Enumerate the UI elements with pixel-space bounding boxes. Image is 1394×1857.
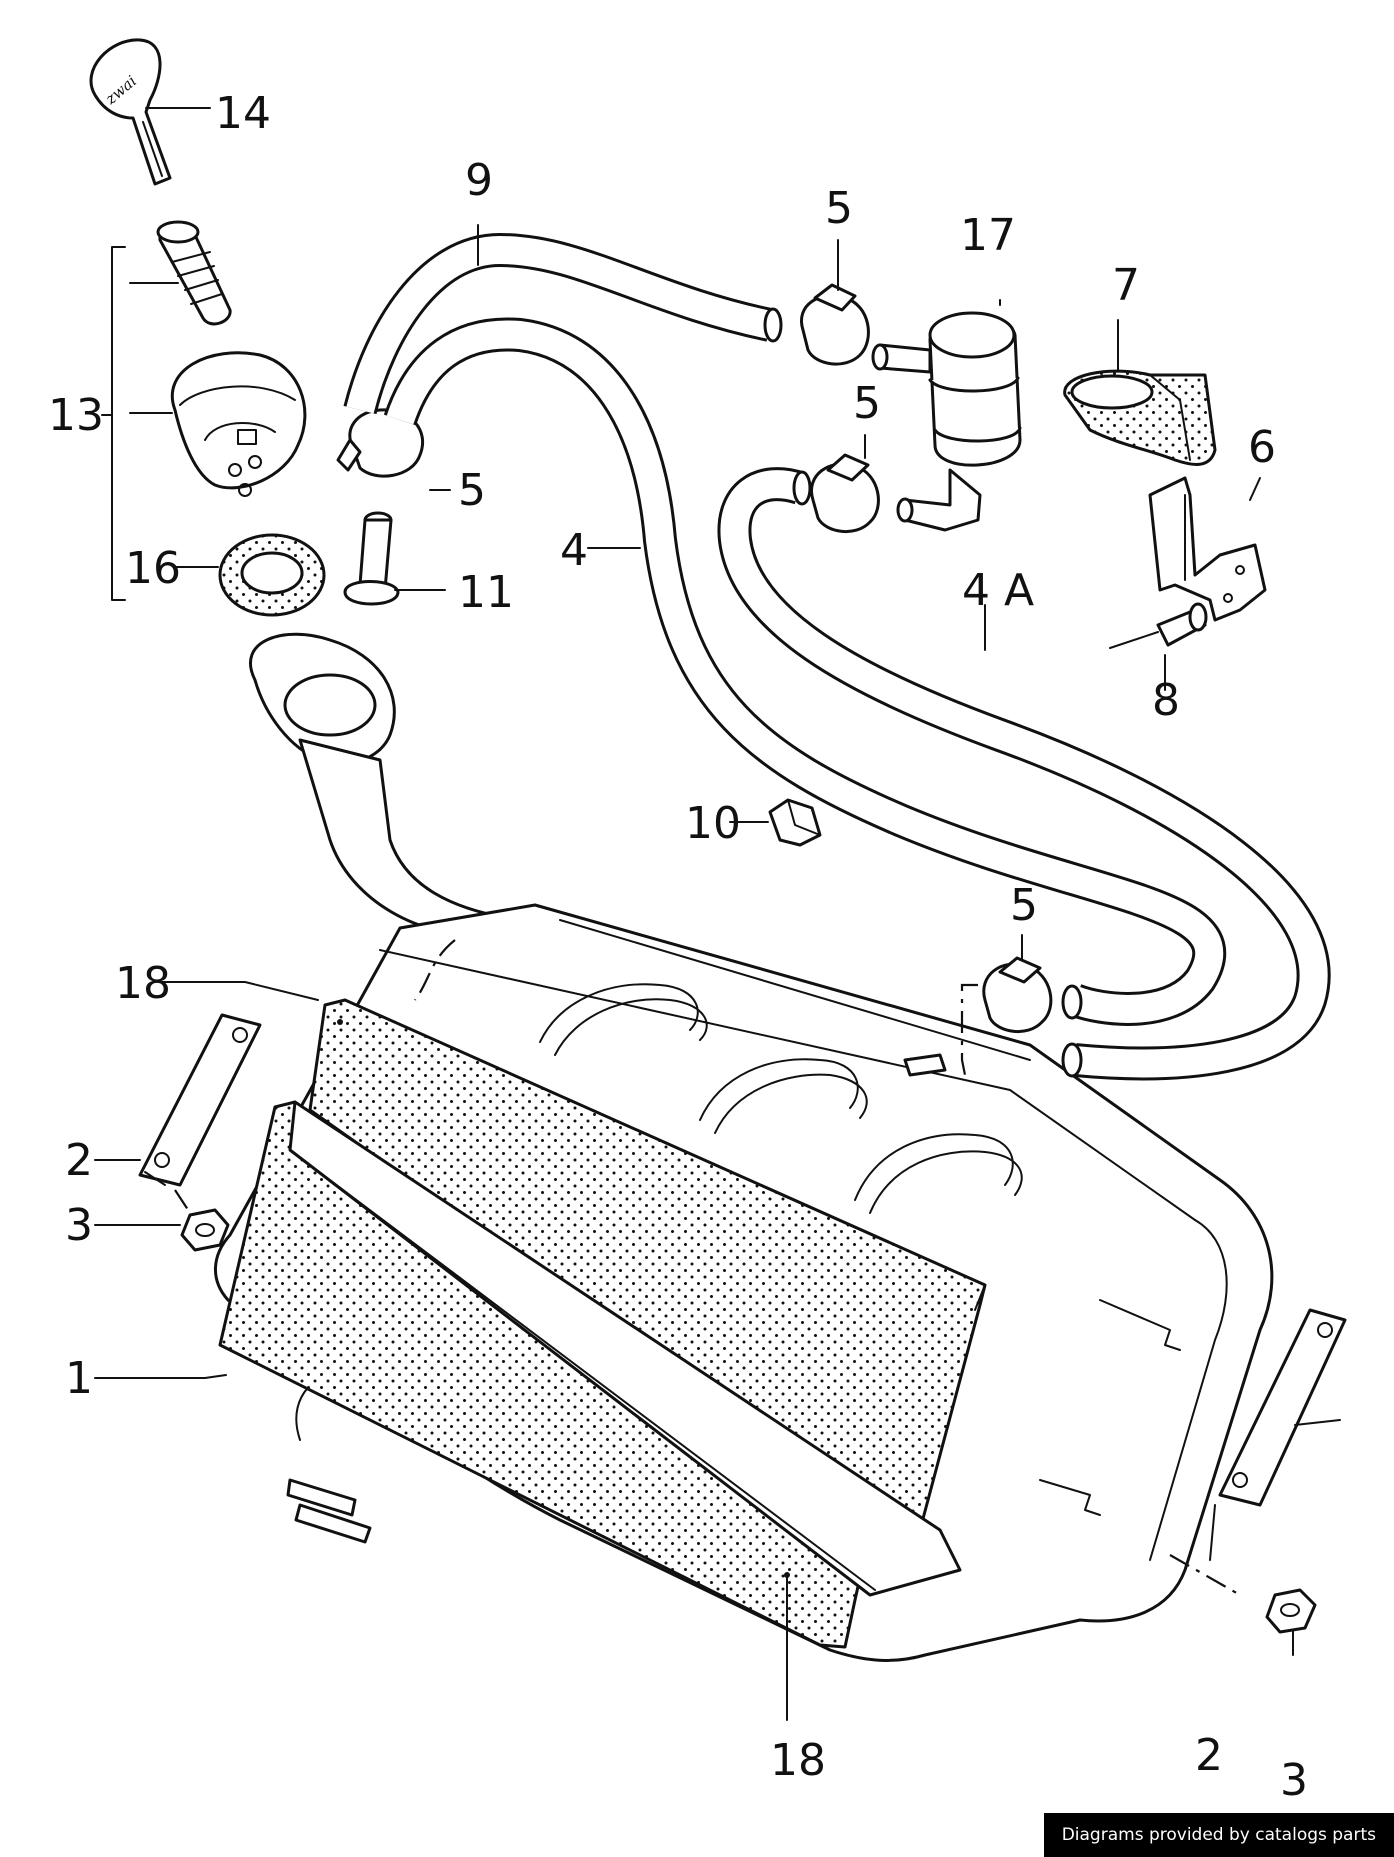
callout-4: 4 — [560, 525, 588, 576]
callout-18-lower: 18 — [770, 1735, 826, 1786]
callout-18-upper: 18 — [115, 958, 171, 1009]
canister-mount-7 — [1063, 369, 1217, 466]
mounting-bracket-6 — [1148, 476, 1267, 622]
tank-strap-left — [539, 983, 708, 1056]
rivet-8 — [1109, 602, 1208, 691]
callout-3-left: 3 — [65, 1200, 93, 1251]
callout-6: 6 — [1248, 422, 1276, 473]
hose-clamp-5-top — [800, 283, 870, 366]
callout-11: 11 — [458, 567, 514, 618]
callout-14: 14 — [215, 88, 271, 139]
hose-clamp-5-middle — [810, 453, 880, 534]
callout-13: 13 — [48, 390, 104, 441]
tank-strap-middle — [699, 1058, 868, 1134]
clip-10 — [729, 798, 822, 847]
callout-7: 7 — [1112, 260, 1140, 311]
callout-2-right: 2 — [1195, 1730, 1223, 1781]
callout-3-right: 3 — [1280, 1755, 1308, 1806]
fuel-filler-cap — [129, 351, 307, 497]
hose-9 — [343, 233, 783, 415]
tank-strap-2-left — [94, 1013, 262, 1226]
valve-pin-11 — [343, 511, 446, 606]
nut-3-right — [1265, 1588, 1317, 1656]
callout-17: 17 — [960, 210, 1016, 261]
callout-1: 1 — [65, 1353, 93, 1404]
lock-cylinder — [129, 220, 232, 326]
filler-neck — [248, 632, 522, 937]
bracket-13 — [101, 246, 126, 601]
credit-banner: Diagrams provided by catalogs parts — [1043, 1813, 1394, 1857]
callout-9: 9 — [465, 155, 493, 206]
tank-strap-2-right — [1169, 1308, 1347, 1596]
hose-clamp-5-bottom — [960, 956, 1053, 1076]
hose-4 — [383, 317, 1227, 1026]
callout-5-left: 5 — [458, 465, 486, 516]
leader-lines — [94, 224, 1294, 1721]
callout-5-top: 5 — [825, 183, 853, 234]
callout-5-bottom: 5 — [1010, 880, 1038, 931]
hose-4A — [717, 467, 1331, 1081]
callout-8: 8 — [1152, 675, 1180, 726]
callout-4A: 4 A — [962, 565, 1034, 616]
nut-3-left — [94, 1208, 230, 1252]
vent-canister-17 — [871, 299, 1022, 532]
callout-labels: 14 9 5 17 7 13 5 5 6 4 16 11 4 A 8 10 5 … — [48, 88, 1308, 1806]
tank-strap-right — [854, 1133, 1023, 1214]
callout-16: 16 — [125, 543, 181, 594]
hose-clamp-5-left — [336, 408, 451, 491]
callout-10: 10 — [685, 798, 741, 849]
tank-vent-nipple — [903, 1053, 947, 1077]
foam-pad-18-lower — [218, 1100, 962, 1649]
callout-5-middle: 5 — [853, 378, 881, 429]
key-part-14: zwai — [89, 38, 211, 186]
cap-gasket-16 — [174, 533, 326, 617]
callout-2-left: 2 — [65, 1135, 93, 1186]
